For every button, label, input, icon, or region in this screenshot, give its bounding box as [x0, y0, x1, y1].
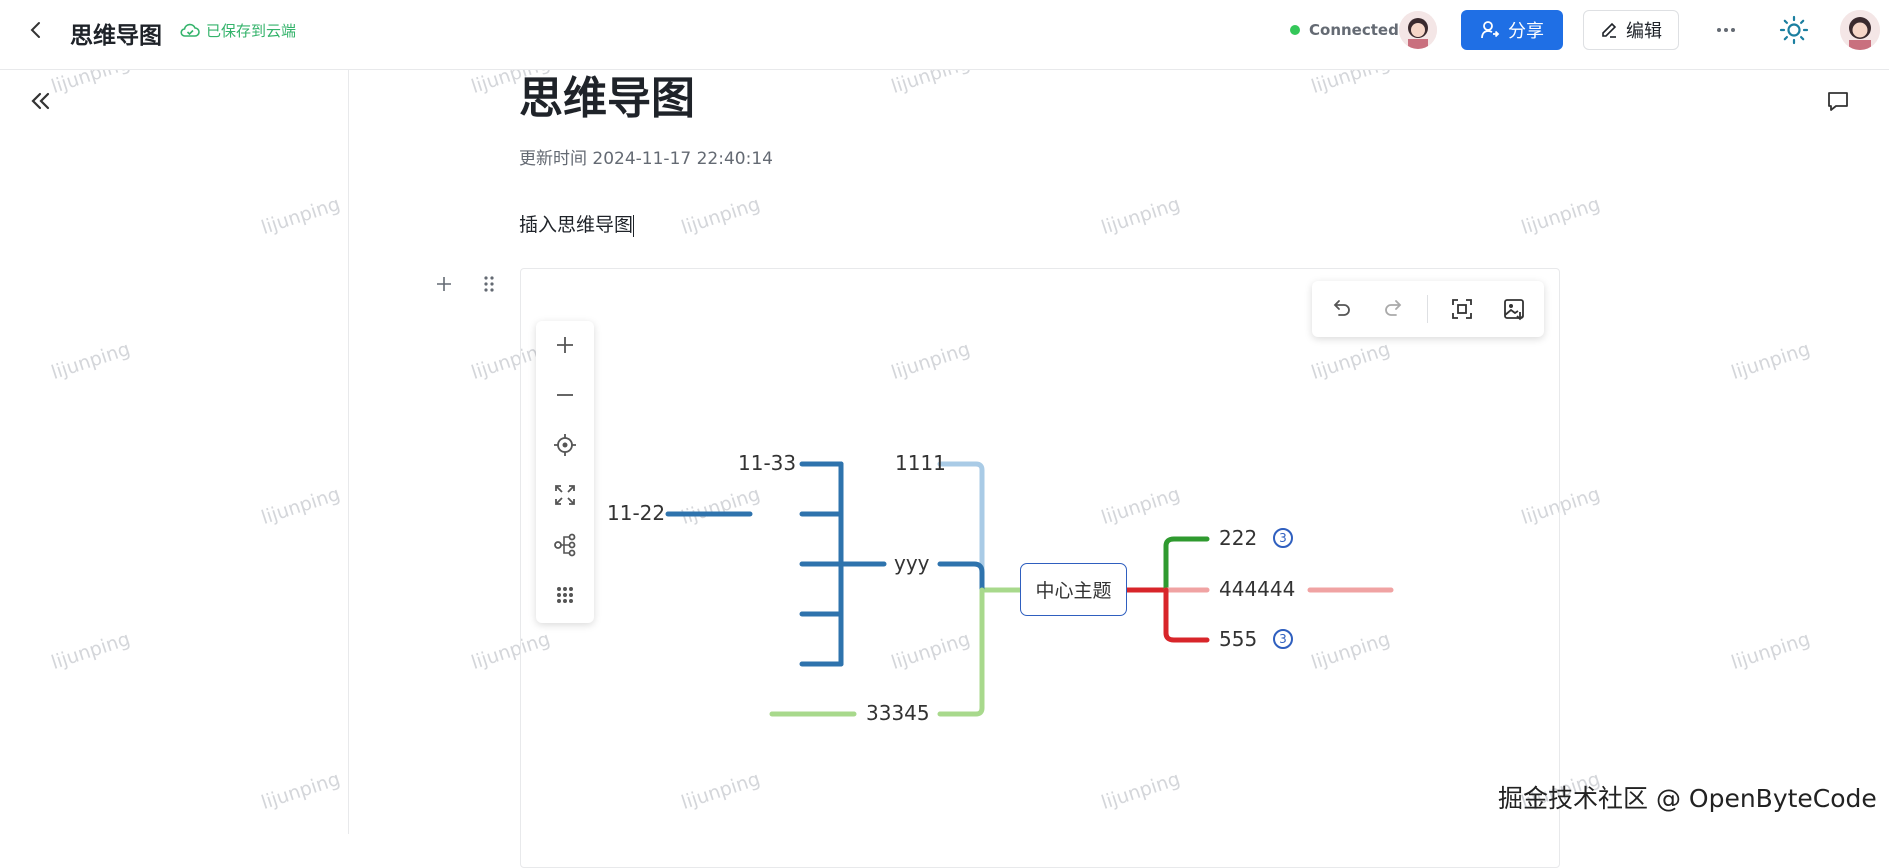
text-caret: [633, 214, 635, 237]
drag-handle-icon[interactable]: [478, 273, 500, 295]
footer-brand: 掘金技术社区 @ OpenByteCode: [1498, 784, 1877, 813]
paragraph-text: 插入思维导图: [519, 214, 634, 236]
share-label: 分享: [1508, 21, 1544, 42]
status-dot: [1290, 25, 1300, 35]
mindmap-node-yyy[interactable]: yyy: [894, 551, 930, 575]
fullscreen-icon[interactable]: [551, 481, 579, 509]
collapsed-count-badge[interactable]: 3: [1273, 528, 1293, 548]
structure-icon[interactable]: [551, 531, 579, 559]
updated-time: 更新时间 2024-11-17 22:40:14: [519, 149, 773, 169]
mindmap-node-444444[interactable]: 444444: [1219, 577, 1296, 601]
save-status: 已保存到云端: [180, 20, 296, 41]
more-horizontal-icon[interactable]: [1710, 14, 1742, 46]
paragraph[interactable]: 插入思维导图: [519, 210, 635, 237]
mindmap-node-11-33[interactable]: 11-33: [738, 451, 797, 475]
user-avatar[interactable]: [1840, 10, 1880, 50]
pencil-icon: [1602, 22, 1617, 38]
toolbar-divider: [1427, 295, 1428, 323]
connection-status: Connected: [1290, 21, 1399, 39]
zoom-out-icon[interactable]: [551, 381, 579, 409]
watermark-text: lijunping: [1098, 192, 1183, 240]
sidebar: [0, 70, 349, 834]
zoom-in-icon[interactable]: [551, 331, 579, 359]
save-status-text: 已保存到云端: [206, 22, 297, 40]
add-block-icon[interactable]: [433, 273, 455, 295]
locate-center-icon[interactable]: [551, 431, 579, 459]
mindmap-node-33345[interactable]: 33345: [866, 701, 930, 725]
fit-view-icon[interactable]: [1448, 295, 1476, 323]
mindmap-center-node[interactable]: 中心主题: [1020, 563, 1127, 616]
collaborator-avatar[interactable]: [1399, 11, 1437, 49]
export-image-icon[interactable]: [1500, 295, 1528, 323]
watermark-text: lijunping: [678, 192, 763, 240]
mindmap-node-1111[interactable]: 1111: [895, 451, 946, 475]
collapsed-count-badge[interactable]: 3: [1273, 629, 1293, 649]
top-header: 思维导图 已保存到云端 Connected 分享 编辑: [0, 0, 1889, 70]
back-icon[interactable]: [24, 18, 48, 42]
mindmap-node-555[interactable]: 555: [1219, 627, 1258, 651]
doc-title: 思维导图: [70, 23, 162, 49]
watermark-text: lijunping: [1518, 192, 1603, 240]
watermark-text: lijunping: [1728, 627, 1813, 675]
mindmap-history-toolbar: [1312, 281, 1544, 337]
sun-icon[interactable]: [1778, 14, 1810, 46]
page-title: 思维导图: [519, 73, 695, 124]
edit-label: 编辑: [1626, 21, 1662, 42]
share-button[interactable]: 分享: [1461, 10, 1563, 50]
mindmap-node-222[interactable]: 222: [1219, 526, 1258, 550]
user-share-icon: [1481, 21, 1500, 39]
comment-icon[interactable]: [1824, 88, 1852, 116]
mindmap-zoom-toolbar: [536, 321, 594, 623]
undo-icon[interactable]: [1327, 295, 1355, 323]
edit-button[interactable]: 编辑: [1583, 10, 1679, 50]
watermark-text: lijunping: [1728, 337, 1813, 385]
connection-text: Connected: [1309, 21, 1399, 39]
redo-icon[interactable]: [1380, 295, 1408, 323]
double-chevron-left-icon[interactable]: [28, 88, 54, 114]
mindmap-node-11-22[interactable]: 11-22: [607, 501, 666, 525]
grid-dots-icon[interactable]: [551, 581, 579, 609]
cloud-check-icon: [180, 23, 200, 37]
